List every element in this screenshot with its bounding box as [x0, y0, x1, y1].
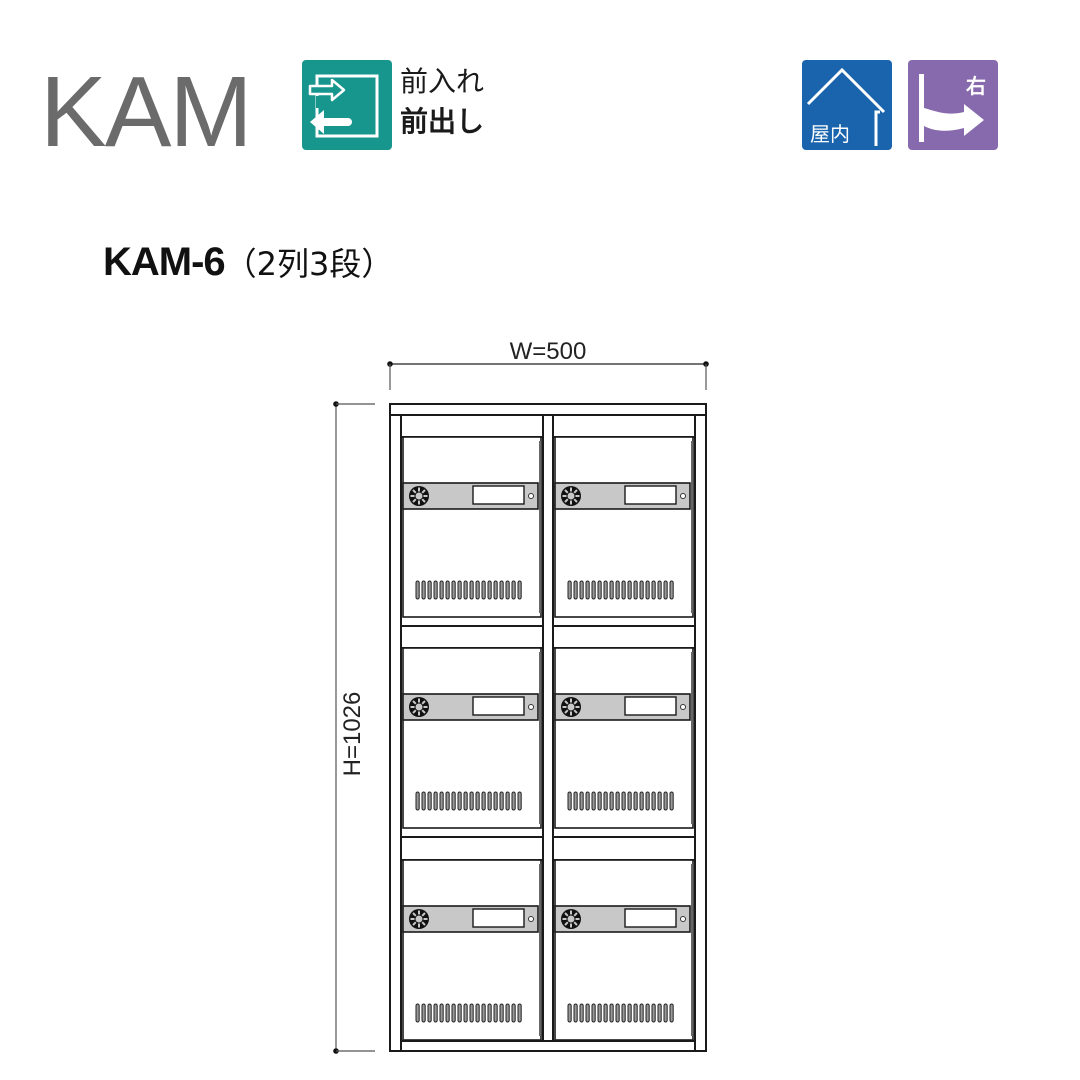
indoor-label: 屋内: [810, 122, 850, 146]
compartment-door: [555, 648, 693, 828]
right-opening-badge: 右: [908, 60, 998, 150]
front-retrieve-label: 前出し: [400, 105, 485, 138]
front-insert-front-retrieve-icon: [302, 60, 392, 150]
compartment-door: [555, 437, 693, 617]
brand-logo: KAM: [40, 56, 253, 168]
width-dimension-label: W=500: [509, 338, 587, 365]
house-icon: [806, 67, 886, 146]
model-name: KAM-6: [103, 240, 226, 284]
indoor-badge: 屋内: [802, 60, 892, 150]
model-title: KAM-6（2列3段）: [103, 238, 393, 288]
right-label: 右: [966, 74, 986, 98]
front-insert-label: 前入れ: [400, 65, 485, 98]
compartment-door: [403, 648, 541, 828]
compartment-door: [403, 860, 541, 1040]
model-spec: （2列3段）: [224, 245, 394, 283]
front-mount-label: 前入れ 前出し: [400, 62, 484, 142]
compartment-door: [555, 860, 693, 1040]
right-arrow-icon: [919, 74, 984, 142]
compartment-door: [403, 437, 541, 617]
